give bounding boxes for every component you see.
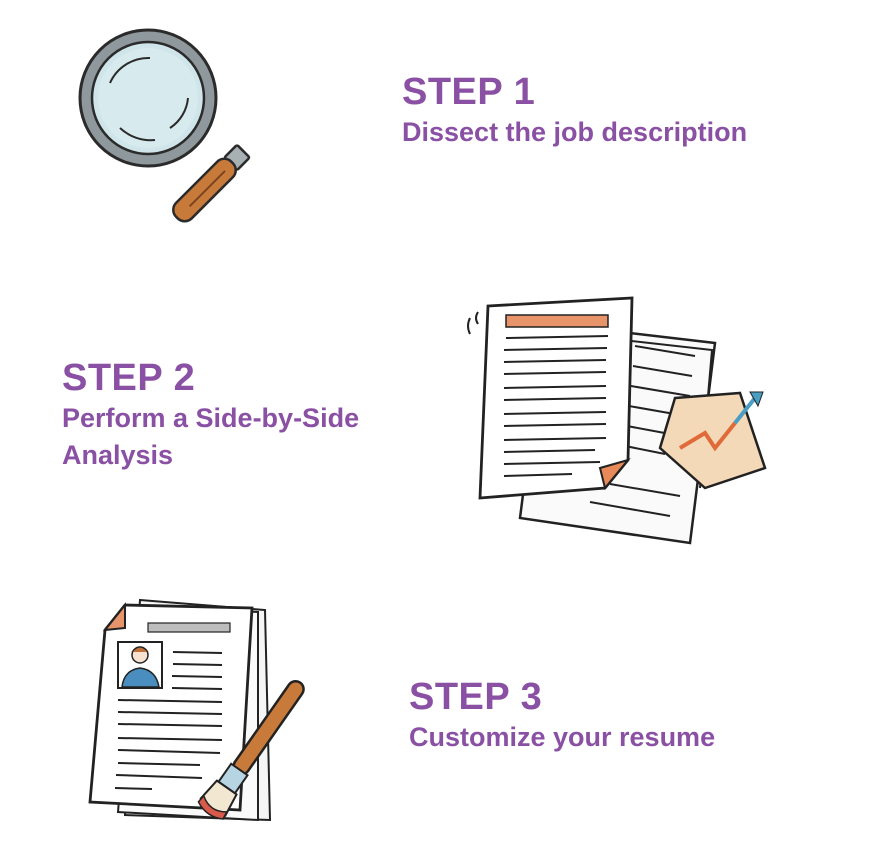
- step-2-description-line1: Perform a Side-by-Side: [62, 403, 360, 433]
- step-3-title: STEP 3: [409, 676, 543, 718]
- step-1-description: Dissect the job description: [402, 117, 748, 147]
- step-2-description-line2: Analysis: [62, 440, 174, 470]
- documents-chart-icon: [450, 288, 795, 553]
- step-2: STEP 2 Perform a Side-by-Side Analysis: [62, 356, 359, 474]
- resume-paintbrush-icon: [80, 590, 320, 840]
- step-3-description: Customize your resume: [409, 722, 716, 752]
- step-1: STEP 1 Dissect the job description: [402, 70, 747, 151]
- step-2-title: STEP 2: [62, 357, 196, 399]
- step-1-title: STEP 1: [402, 71, 536, 113]
- magnifying-glass-icon: [60, 28, 300, 248]
- step-3: STEP 3 Customize your resume: [409, 675, 715, 756]
